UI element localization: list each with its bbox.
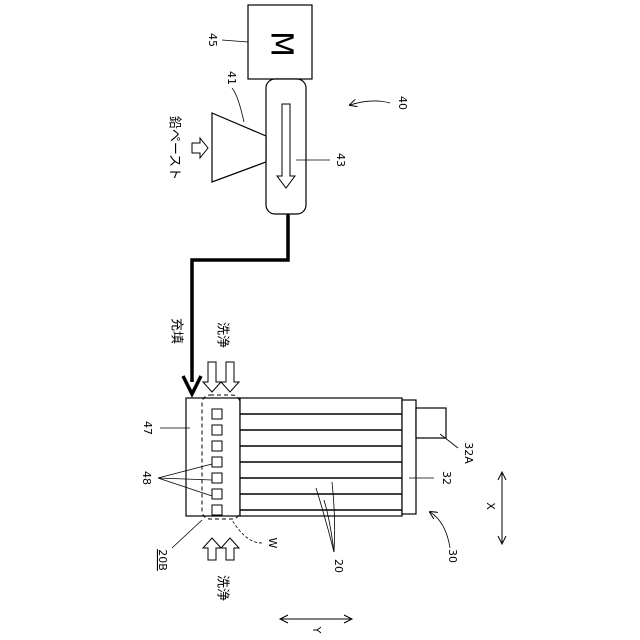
cleaning-arrow-bottom-2 <box>221 538 239 560</box>
filling-label: 充填 <box>169 318 185 344</box>
x-axis-label: X <box>484 502 497 510</box>
motor-unit: M <box>248 5 312 79</box>
label-32: 32 <box>440 471 453 485</box>
label-20b: 20B <box>156 549 169 571</box>
cleaning-arrow-top-1 <box>203 362 221 392</box>
label-45: 45 <box>206 33 219 47</box>
label-w: W <box>266 538 279 549</box>
label-48: 48 <box>140 471 153 485</box>
cleaning-arrow-bottom-1 <box>203 538 221 560</box>
plate-body <box>240 398 402 516</box>
tab-32a <box>416 408 446 438</box>
cleaning-label-bottom: 洗浄 <box>215 575 230 601</box>
leader-41 <box>232 88 244 122</box>
y-axis-label: Y <box>310 626 323 634</box>
y-axis-arrow <box>280 615 352 623</box>
leader-20b <box>172 520 202 548</box>
x-axis-arrow <box>498 472 506 544</box>
leader-45 <box>222 40 248 42</box>
paste-input-arrow <box>192 138 208 158</box>
label-30: 30 <box>446 549 459 563</box>
leader-40 <box>350 101 390 105</box>
frame-32 <box>402 400 416 514</box>
cleaning-label-top: 洗浄 <box>215 322 230 348</box>
label-20: 20 <box>332 559 345 573</box>
label-43: 43 <box>334 153 347 167</box>
label-40: 40 <box>396 96 409 110</box>
lead-paste-label: 鉛ペースト <box>167 116 182 180</box>
leader-32a <box>440 434 458 448</box>
motor-letter: M <box>264 31 299 57</box>
nozzles <box>212 409 222 515</box>
hopper <box>212 113 266 182</box>
label-32a: 32A <box>462 442 475 464</box>
cleaning-arrow-top-2 <box>221 362 239 392</box>
label-47: 47 <box>141 421 154 435</box>
label-41: 41 <box>225 71 238 85</box>
leader-30 <box>430 512 450 548</box>
leader-w <box>232 520 262 543</box>
supply-pipe <box>183 214 288 394</box>
